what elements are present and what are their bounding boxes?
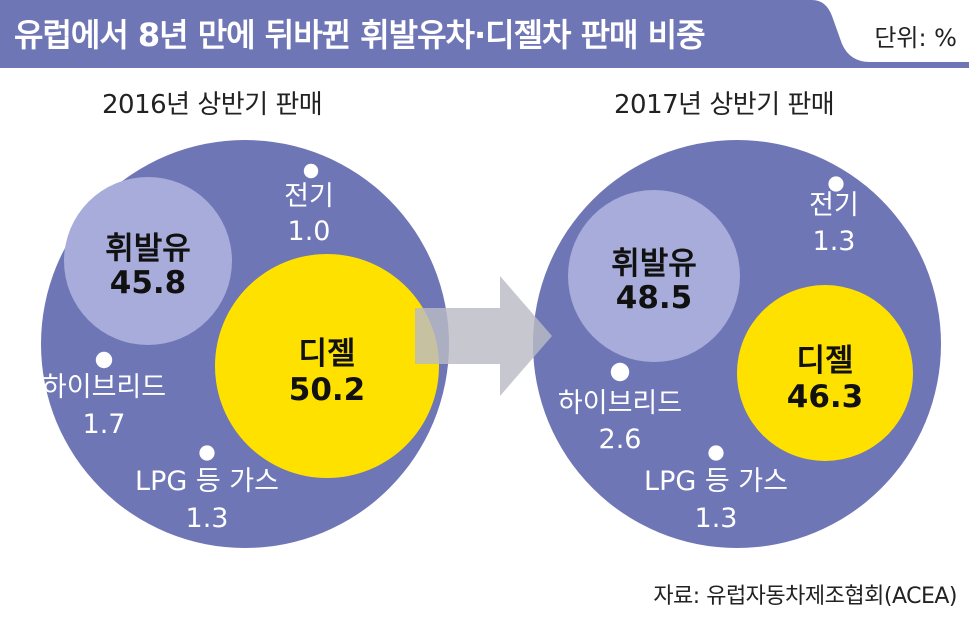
hybrid-label-2016: 하이브리드 xyxy=(42,372,166,403)
hybrid-dot-2016 xyxy=(95,351,113,369)
chart-title-2016: 2016년 상반기 판매 xyxy=(102,90,323,120)
gasoline-value-2017: 48.5 xyxy=(616,280,693,316)
diesel-bubble-2016 xyxy=(215,254,439,478)
electric-label-2017: 전기 xyxy=(809,190,859,221)
gasoline-label-2017: 휘발유 xyxy=(611,246,697,282)
electric-label-2016: 전기 xyxy=(284,181,334,212)
gasoline-bubble-2017 xyxy=(568,190,740,362)
diesel-label-2017: 디젤 xyxy=(796,343,853,379)
chart-title-2017: 2017년 상반기 판매 xyxy=(614,90,835,120)
title-bar: 유럽에서 8년 만에 뒤바뀐 휘발유차·디젤차 판매 비중 단위: % xyxy=(0,0,969,68)
title-bar-shape xyxy=(0,0,969,68)
hybrid-value-2016: 1.7 xyxy=(83,409,126,440)
lpg-value-2016: 1.3 xyxy=(186,503,229,534)
gasoline-label-2016: 휘발유 xyxy=(105,231,191,267)
electric-dot-2017 xyxy=(828,176,844,192)
gasoline-value-2016: 45.8 xyxy=(110,265,187,301)
lpg-dot-2016 xyxy=(199,445,215,461)
lpg-label-2017: LPG 등 가스 xyxy=(644,466,788,497)
diesel-label-2016: 디젤 xyxy=(298,336,355,372)
electric-dot-2016 xyxy=(303,163,319,179)
lpg-value-2017: 1.3 xyxy=(695,503,738,534)
unit-label: 단위: % xyxy=(874,24,957,52)
hybrid-value-2017: 2.6 xyxy=(599,424,642,455)
source-note: 자료: 유럽자동차제조협회(ACEA) xyxy=(653,584,957,609)
hybrid-label-2017: 하이브리드 xyxy=(558,388,682,419)
hybrid-dot-2017 xyxy=(610,362,630,382)
diesel-value-2017: 46.3 xyxy=(787,379,864,415)
diesel-bubble-2017 xyxy=(737,285,913,461)
page-title: 유럽에서 8년 만에 뒤바뀐 휘발유차·디젤차 판매 비중 xyxy=(14,16,706,54)
lpg-label-2016: LPG 등 가스 xyxy=(135,466,279,497)
lpg-dot-2017 xyxy=(708,445,724,461)
electric-value-2017: 1.3 xyxy=(813,226,856,257)
transition-arrow-icon xyxy=(415,276,552,396)
electric-value-2016: 1.0 xyxy=(288,216,331,247)
diesel-value-2016: 50.2 xyxy=(289,372,366,408)
gasoline-bubble-2016 xyxy=(64,177,232,345)
